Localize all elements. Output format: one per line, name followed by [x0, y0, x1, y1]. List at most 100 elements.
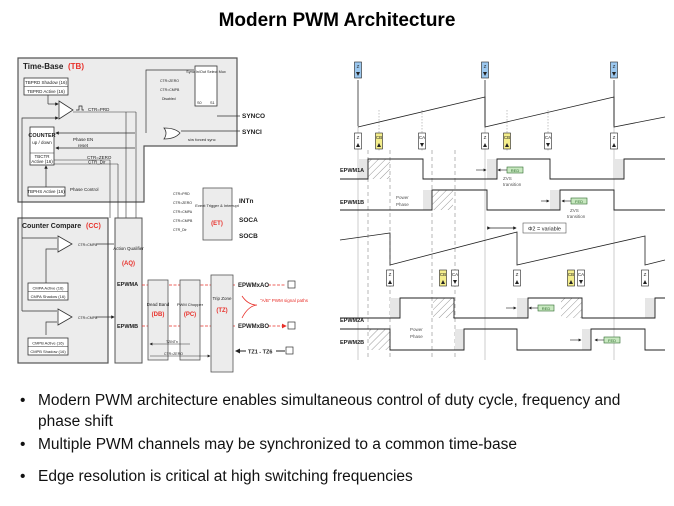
pwm-chopper-tag: (PC): [184, 312, 196, 318]
ctr-cmpb-label: CTR=CMPB: [78, 316, 98, 320]
down-arrow-icon: [420, 143, 424, 147]
z-marker: [610, 132, 618, 150]
dead-band-shade: [390, 298, 400, 318]
tbphs-active: TBPHS Active (16): [27, 189, 65, 194]
zvs-label: transition: [503, 182, 522, 187]
fed-label: FED: [608, 338, 616, 343]
dead-band-block: [147, 279, 169, 361]
trip-zone-tag: (TZ): [216, 308, 227, 314]
sync-marker-label: Z: [613, 64, 616, 69]
synco-label: SYNCO: [242, 113, 265, 120]
ca-marker: [418, 132, 426, 150]
time-base-block: Time-Base (TB) TBPRD Shadow (16) TBPRD A…: [17, 57, 265, 218]
bullet-item: •Modern PWM architecture enables simulta…: [20, 390, 660, 432]
epwmb-label: EPWMB: [117, 324, 138, 330]
epwm1b-waveform: [340, 189, 665, 211]
red-label: RED: [511, 168, 520, 173]
z-marker-label: Z: [613, 135, 616, 140]
z-marker-label: Z: [357, 135, 360, 140]
bullet-item: •Multiple PWM channels may be synchroniz…: [20, 434, 660, 455]
tbctr-label: TBCTR: [35, 154, 51, 159]
cb-marker-label: CB: [568, 272, 574, 277]
cb-marker: [375, 132, 383, 150]
z-marker: [354, 132, 362, 150]
tbprd-active: TBPRD Active (16): [27, 89, 65, 94]
epwma-label: EPWMA: [117, 282, 138, 288]
z-marker-label: Z: [389, 272, 392, 277]
tz-ctr-zero: CTR=ZERO: [164, 352, 183, 356]
power-phase-hatch: [433, 298, 454, 318]
ctr-prd-label: CTR=PRD: [88, 107, 110, 112]
phi2-label: Φ2 = variable: [528, 227, 561, 233]
dead-band-shade: [455, 329, 464, 350]
zvs-label: transition: [567, 214, 586, 219]
counter-sub: up / down: [32, 140, 52, 145]
power-phase-hatch: [561, 298, 582, 318]
output-chain: Dead Band (DB) PWM Chopper (PC) Trip Zon…: [142, 274, 309, 373]
ca-marker: [577, 269, 585, 287]
sync-marker: [354, 61, 362, 79]
up-arrow-icon: [643, 280, 647, 284]
cmpa-active: CMPA Active (16): [32, 286, 64, 291]
epwm1a-label: EPWM1A: [340, 168, 364, 174]
bullet-text: Multiple PWM channels may be synchronize…: [38, 436, 517, 453]
down-arrow-icon: [612, 72, 616, 76]
ca-marker: [544, 132, 552, 150]
cb-marker: [439, 269, 447, 287]
cb-marker-label: CB: [504, 135, 510, 140]
ca-marker-label: CA: [578, 272, 584, 277]
epwmxao-label: EPWMxAO: [238, 283, 269, 289]
z-marker: [641, 269, 649, 287]
up-arrow-icon: [388, 280, 392, 284]
et-input: CTR=ZERO: [173, 201, 192, 205]
dead-band-label: Dead Band: [147, 302, 170, 307]
epwm2b-label: EPWM2B: [340, 340, 364, 346]
ctr-cmpa-label: CTR=CMPA: [78, 243, 98, 247]
dead-band-shade: [550, 190, 560, 210]
counter-compare-block: Counter Compare (CC) CTR=CMPA CTR=CMPB C…: [17, 202, 114, 364]
down-arrow-icon: [579, 280, 583, 284]
z-marker-label: Z: [484, 135, 487, 140]
time-base-label: Time-Base: [23, 62, 64, 71]
bullet-dot: •: [20, 468, 26, 485]
phase-en-label: Phase EN: [73, 137, 93, 142]
ca-marker-label: CA: [545, 135, 551, 140]
up-arrow-icon: [356, 143, 360, 147]
bullet-text: Modern PWM architecture enables simultan…: [38, 392, 621, 430]
counter-ramp-2: [339, 231, 666, 266]
down-arrow-icon: [453, 280, 457, 284]
bullet-text: Edge resolution is critical at high swit…: [38, 468, 413, 485]
ca-marker-label: CA: [419, 135, 425, 140]
action-qualifier-block: Action Qualifier (AQ) EPWMA EPWMB: [113, 217, 144, 364]
mux-disabled: Disabled: [162, 97, 176, 101]
dead-band-tag: (DB): [152, 312, 165, 318]
red-label: RED: [542, 306, 551, 311]
et-input: CTR=CMPA: [173, 210, 193, 214]
power-phase-label: Power: [410, 327, 423, 332]
s0-label: S0: [197, 101, 202, 105]
epwmxbo-label: EPWMxBO: [238, 324, 269, 330]
counter-label: COUNTER: [28, 133, 55, 139]
sw-forced-sync: s/w forced sync: [188, 137, 216, 142]
cmpa-shadow: CMPA Shadow (16): [31, 294, 66, 299]
event-trigger-block: Event Trigger & Interrupt (ET) CTR=PRD C…: [173, 187, 258, 241]
trip-zone-label: Trip Zone: [212, 296, 232, 301]
synci-label: SYNCI: [242, 129, 262, 136]
ctr-dir-label: CTR_Dir: [88, 160, 106, 165]
time-base-tag: (TB): [68, 62, 84, 71]
phase-control-label: Phase Control: [70, 187, 99, 192]
cb-marker-label: CB: [376, 135, 382, 140]
dead-band-shade: [645, 298, 655, 318]
tbprd-shadow: TBPRD Shadow (16): [25, 80, 68, 85]
trip-zone-block: [210, 274, 234, 373]
sync-marker: [481, 61, 489, 79]
tz-inputs-label: TZ1 - TZ6: [248, 350, 272, 356]
ca-marker: [451, 269, 459, 287]
slide-title: Modern PWM Architecture: [218, 10, 456, 31]
cmpb-active: CMPB Active (16): [32, 341, 64, 346]
power-phase-label: Phase: [410, 334, 423, 339]
dead-band-shade: [487, 159, 497, 179]
sync-marker-label: Z: [357, 64, 360, 69]
up-arrow-icon: [569, 280, 573, 284]
